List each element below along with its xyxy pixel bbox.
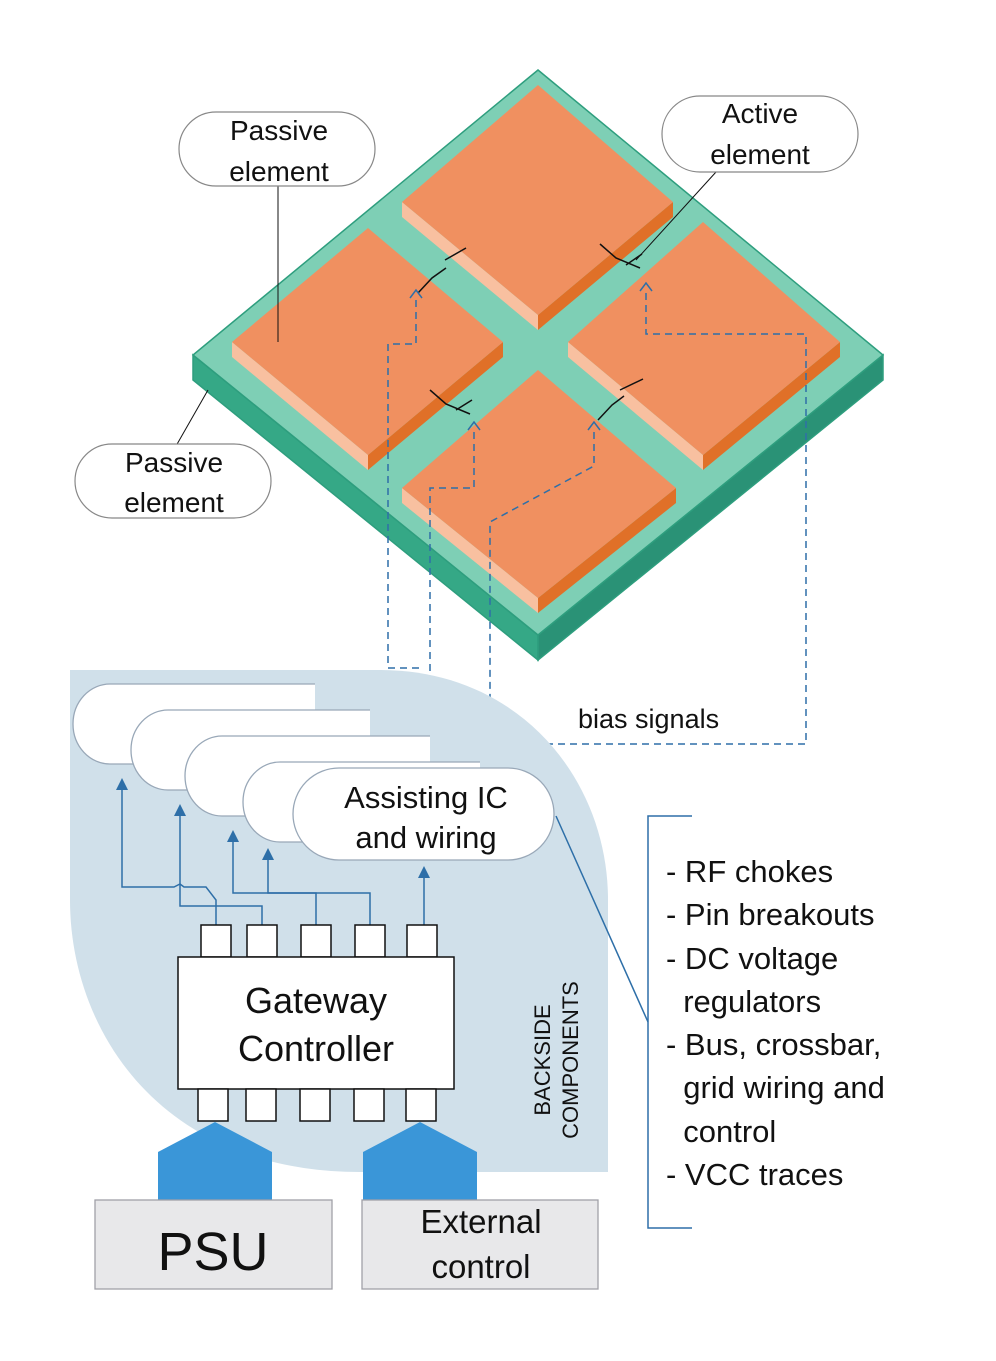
callout-active: Active element <box>635 95 859 261</box>
gateway-controller-line2: Controller <box>238 1028 394 1069</box>
patch-element-left <box>232 228 503 470</box>
callout-passive-top: Passive element <box>178 111 376 342</box>
external-control-line1: External <box>420 1203 541 1240</box>
psu-arrow <box>158 1122 272 1200</box>
wiring-arrowheads <box>116 778 430 878</box>
bias-signal-lines <box>387 293 807 770</box>
callout-passive-top-line2: element <box>229 156 329 187</box>
assisting-ic-stack <box>72 683 555 861</box>
callout-passive-left: Passive element <box>74 389 272 519</box>
controller-bottom-pins <box>197 1088 437 1122</box>
gateway-controller <box>177 924 455 1122</box>
callout-active-line1: Active <box>722 98 798 129</box>
component-rf-chokes: - RF chokes <box>666 854 833 889</box>
external-control-line2: control <box>431 1248 530 1285</box>
controller-top-pins <box>200 924 438 958</box>
psu-box <box>94 1199 333 1290</box>
patch-element-bottom <box>402 370 676 613</box>
external-control-box <box>361 1199 599 1290</box>
backside-label-line2: COMPONENTS <box>558 981 583 1139</box>
controller-body <box>177 956 455 1090</box>
callout-active-line2: element <box>710 139 810 170</box>
bias-signals-label: bias signals <box>578 704 719 734</box>
patch-element-top <box>402 85 673 330</box>
assisting-ic-line2: and wiring <box>355 820 496 855</box>
component-vcc-traces: - VCC traces <box>666 1157 843 1192</box>
antenna-board <box>191 69 885 662</box>
callout-passive-top-line1: Passive <box>230 115 328 146</box>
component-dc-regulators: - DC voltage regulators <box>666 941 838 1019</box>
backside-label-line1: BACKSIDE <box>530 1004 555 1115</box>
external-control-arrow <box>363 1122 477 1200</box>
bias-signal-arrowheads <box>409 281 653 431</box>
controller-wiring <box>121 784 425 925</box>
component-list: - RF chokes - Pin breakouts - DC voltage… <box>666 854 885 1192</box>
component-pin-breakouts: - Pin breakouts <box>666 897 875 932</box>
psu-label: PSU <box>157 1222 268 1282</box>
component-list-bracket <box>555 815 692 1229</box>
callout-passive-left-line2: element <box>124 487 224 518</box>
component-bus-wiring: - Bus, crossbar, grid wiring and control <box>666 1027 885 1149</box>
gateway-controller-line1: Gateway <box>245 980 387 1021</box>
assisting-ic-line1: Assisting IC <box>344 780 508 815</box>
callout-passive-left-line1: Passive <box>125 447 223 478</box>
